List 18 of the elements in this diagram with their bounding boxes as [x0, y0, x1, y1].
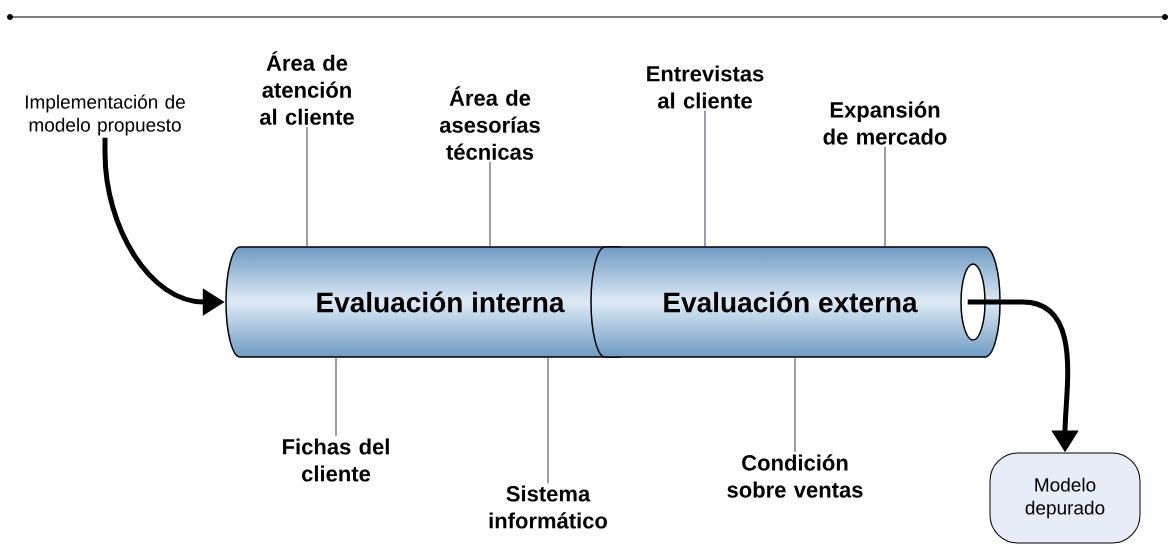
rounded-box: Modelo depurado	[989, 452, 1141, 544]
leader-line	[335, 356, 337, 437]
leader-line	[704, 110, 706, 248]
leader-label: Entrevistas al cliente	[647, 65, 764, 109]
cylinder-segment: Evaluación interna	[225, 246, 621, 358]
leader-line	[884, 146, 886, 248]
leader-line	[547, 356, 549, 484]
leader-line	[306, 126, 308, 248]
leader-label: Área de asesorías técnicas	[439, 86, 540, 160]
leader-label: Área de atención al cliente	[259, 51, 354, 125]
leader-label: Fichas del cliente	[283, 438, 389, 482]
leader-label: Condición sobre ventas	[727, 454, 863, 498]
leader-label: Sistema informático	[489, 485, 608, 529]
cylinder-segment: Evaluación externa	[590, 246, 1001, 358]
leader-label: Expansión de mercado	[823, 101, 947, 145]
flow-label: Implementación de modelo propuesto	[25, 94, 185, 136]
leader-line	[794, 356, 796, 453]
leader-line	[489, 161, 491, 248]
